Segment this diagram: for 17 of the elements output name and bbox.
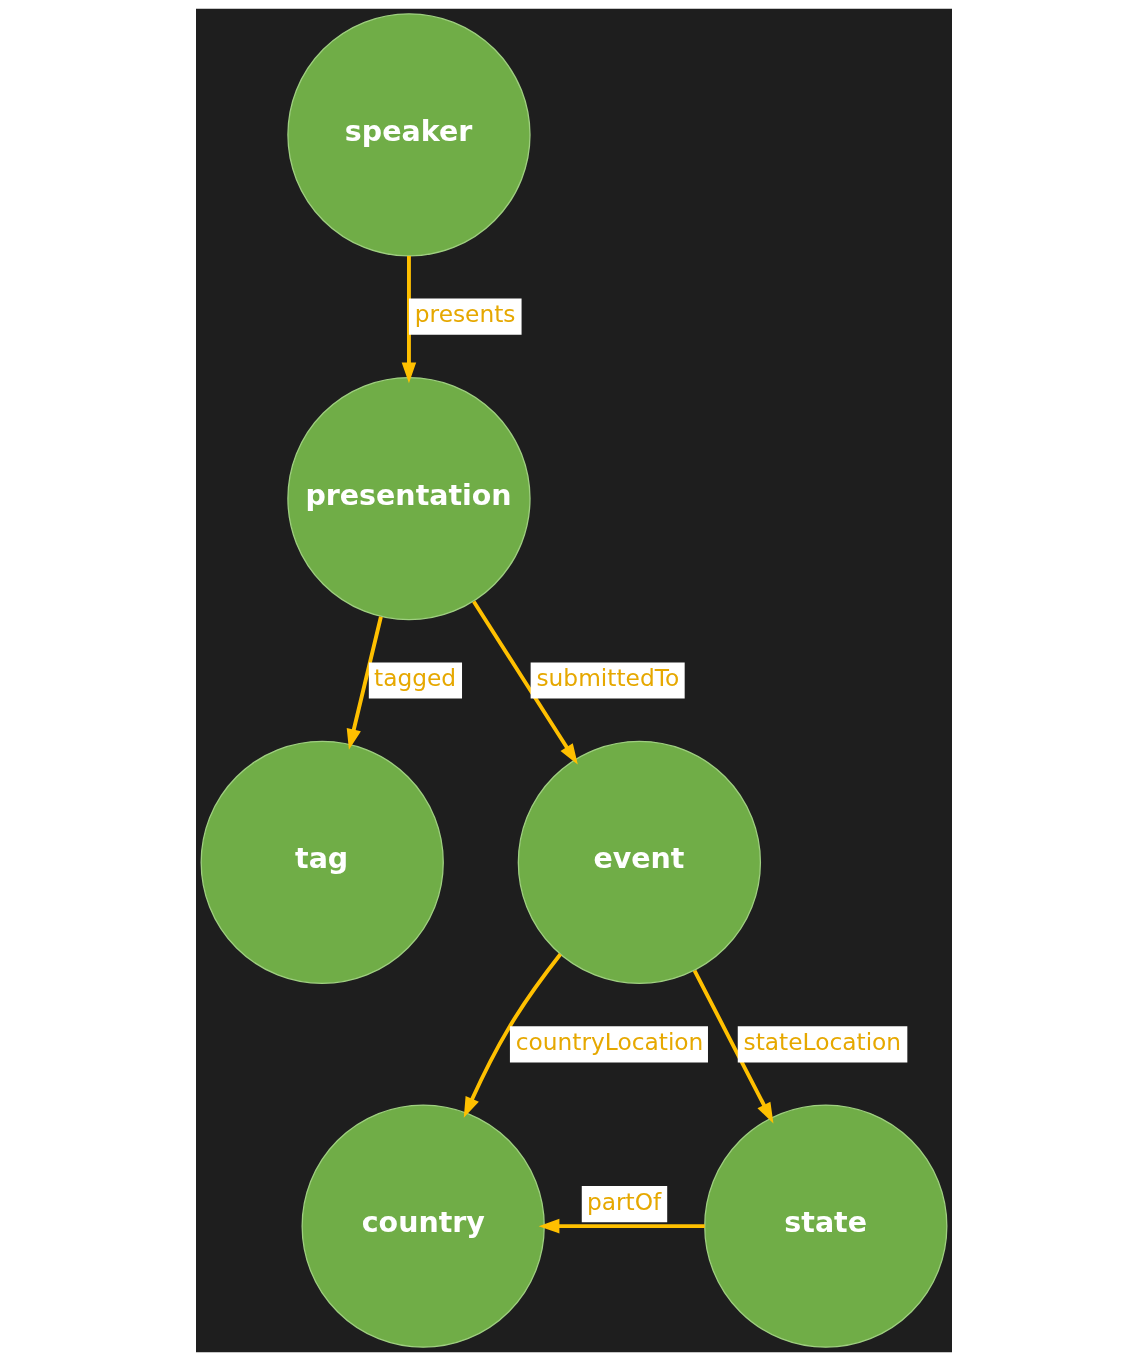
arrow — [472, 600, 578, 765]
edge-label: stateLocation — [743, 1027, 902, 1055]
edge-label: submittedTo — [536, 664, 680, 692]
edge-label: presents — [414, 300, 516, 328]
node-circle: presentation — [287, 376, 531, 621]
node-circle: country — [301, 1104, 545, 1348]
node-circle: state — [704, 1104, 948, 1348]
arrow — [692, 969, 774, 1124]
arrow — [401, 255, 417, 384]
arrow — [346, 616, 383, 750]
arrow — [463, 953, 562, 1118]
node-circle: speaker — [287, 13, 531, 257]
edge-label: countryLocation — [515, 1027, 704, 1055]
arrow — [538, 1218, 705, 1234]
edge-label: partOf — [586, 1187, 662, 1215]
edge-label: tagged — [374, 664, 457, 692]
node-circle: tag — [200, 740, 444, 985]
